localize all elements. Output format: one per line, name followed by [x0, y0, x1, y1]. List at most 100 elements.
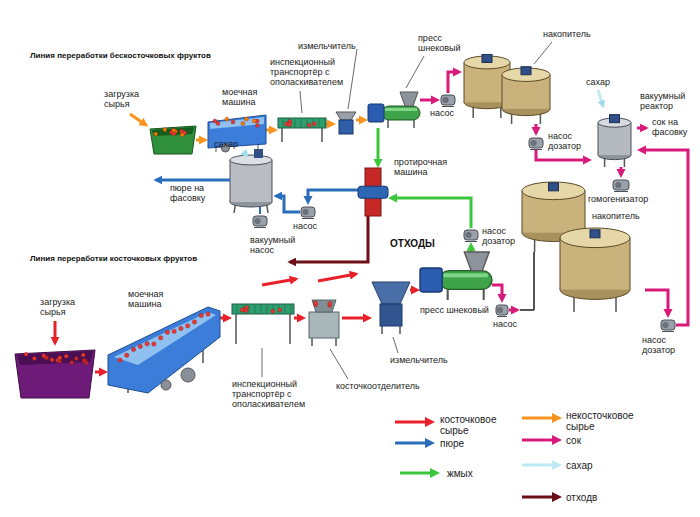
equipment: насос [300, 205, 316, 219]
equipment-drawing [462, 52, 552, 124]
equipment-label: насос [430, 109, 460, 119]
equipment-drawing [300, 205, 316, 219]
legend-arrow [395, 437, 437, 449]
flow-connector [95, 368, 108, 377]
flow-connector [617, 167, 626, 178]
equipment-drawing [108, 305, 220, 393]
equipment-label: измельчитель [298, 42, 354, 52]
juice-out-arrow [637, 127, 646, 130]
arrowhead [511, 306, 520, 315]
equipment-label: накопитель [592, 212, 648, 222]
equipment-drawing [150, 126, 196, 154]
equipment: накопитель [520, 180, 645, 314]
equipment-label: измельчитель [390, 356, 452, 366]
equipment: пресс шнековый [420, 252, 492, 300]
raw-flow-arrow [318, 274, 356, 281]
legend-arrow [522, 491, 564, 503]
equipment-label: загрузка сырья [104, 90, 152, 110]
equipment-label: моечная машина [222, 88, 268, 108]
arrowhead [498, 294, 507, 303]
flow-connector [492, 285, 507, 303]
equipment-drawing [372, 282, 410, 334]
equipment-label: косточкоотделитель [336, 382, 428, 392]
connector-line [395, 198, 471, 228]
connector-line [377, 128, 380, 161]
equipment: вакуумный насос [252, 214, 268, 228]
puree-arrow [276, 196, 300, 212]
flow-connector [509, 306, 520, 315]
raw-flow-arrow [262, 279, 296, 285]
equipment-drawing [306, 300, 342, 346]
equipment-label: вакуумный реактор [640, 92, 694, 112]
equipment-label: пресс шнековый [420, 306, 494, 316]
arrowhead [327, 120, 336, 129]
arrowhead [99, 368, 108, 377]
flow-label: пюре на фасовку [170, 184, 220, 204]
equipment-drawing [495, 303, 509, 317]
equipment: косточкоотделитель [306, 300, 342, 346]
equipment-drawing [660, 318, 676, 332]
flow-connector [388, 194, 471, 229]
flow-connector [220, 314, 232, 323]
equipment: гомогенизатор [612, 178, 630, 192]
line-heading: Линия переработки бескосточковых фруктов [30, 52, 211, 61]
equipment-drawing [232, 302, 294, 344]
flow-connector [342, 314, 372, 323]
waste-arrow [290, 216, 368, 262]
line-heading: Линия переработки косточковых фруктов [30, 255, 197, 264]
sugar-arrow [243, 151, 247, 156]
equipment-drawing [440, 93, 456, 107]
flow-connector [448, 68, 462, 94]
equipment: накопитель [462, 52, 552, 124]
equipment: насос дозатор [660, 318, 676, 332]
arrowhead [388, 194, 397, 203]
arrowhead [583, 156, 592, 165]
flow-connector [467, 242, 476, 252]
connector-line [644, 150, 688, 325]
equipment: инспекционный транспортёр с ополаскивате… [232, 302, 294, 344]
flow-connector [536, 150, 592, 165]
equipment-label: гомогенизатор [588, 195, 656, 205]
flow-connector [420, 96, 440, 105]
legend-label: сок [566, 435, 581, 446]
flow-connector [645, 290, 673, 318]
equipment: инспекционный транспортёр с ополаскивате… [278, 116, 326, 142]
flow-label: сахар [214, 140, 238, 150]
puree-out-arrow [156, 179, 230, 182]
legend-arrow [522, 412, 564, 424]
leader-lines [262, 42, 552, 379]
arrowhead [411, 286, 420, 295]
loading-arrow [130, 114, 146, 125]
equipment-drawing [252, 214, 268, 228]
flow-connector [266, 126, 278, 135]
equipment-drawing [368, 92, 420, 128]
vacuum-line [259, 207, 261, 214]
legend-label: жмых [447, 468, 473, 479]
equipment-drawing [278, 116, 326, 142]
equipment: вакуумный реактор [592, 110, 637, 167]
equipment: загрузка сырья [150, 126, 196, 154]
legend-label: косточковое сырье [440, 414, 502, 436]
flow-connector [532, 124, 541, 136]
arrowhead [467, 242, 476, 251]
equipment-label: накопитель [543, 30, 603, 40]
equipment-drawing [528, 136, 544, 150]
connector-line [536, 150, 585, 160]
flow-connector [294, 314, 306, 323]
flow-connector [304, 190, 359, 205]
arrowhead [453, 68, 462, 77]
equipment-label: насос дозатор [642, 336, 682, 356]
arrowhead [664, 309, 673, 318]
equipment-drawing [612, 178, 630, 192]
arrowhead [431, 96, 440, 105]
equipment: протирочная машина [358, 168, 388, 216]
sugar-arrow [598, 90, 603, 106]
equipment-label: вакуумный насос [250, 236, 300, 256]
equipment: пресс шнековый [368, 92, 420, 128]
flow-connector [374, 128, 383, 168]
legend-label: некосточковое сырье [566, 410, 638, 432]
equipment: измельчитель [336, 112, 356, 134]
equipment: насос [440, 93, 456, 107]
legend-label: отходв [566, 492, 597, 503]
